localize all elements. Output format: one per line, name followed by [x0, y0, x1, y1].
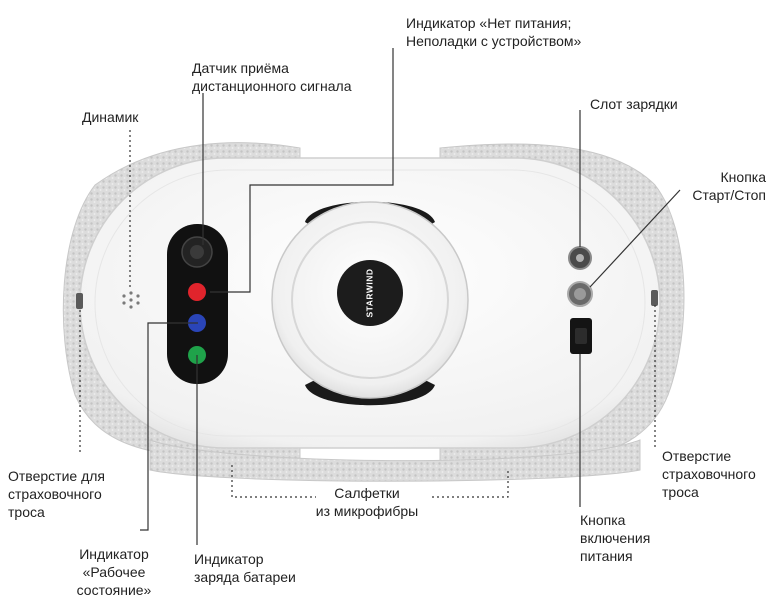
label-charging-slot: Слот зарядки	[590, 96, 678, 112]
indicator-red	[188, 283, 206, 301]
label-microfiber: Салфетки из микрофибры	[315, 485, 419, 519]
label-rope-hole-right: Отверстие страховочного троса	[662, 448, 756, 500]
brand-badge	[337, 260, 403, 326]
remote-sensor-lens	[190, 245, 204, 259]
label-remote-sensor: Датчик приёма дистанционного сигнала	[192, 60, 352, 94]
label-start-stop: Кнопка Старт/Стоп	[692, 169, 766, 203]
label-no-power-indicator: Индикатор «Нет питания; Неполадки с устр…	[406, 15, 582, 49]
rope-hole-left	[76, 293, 83, 309]
indicator-panel	[167, 224, 228, 384]
speaker-grill	[122, 291, 140, 309]
rope-hole-right	[651, 290, 658, 306]
suction-disc-ring	[291, 221, 449, 379]
suction-grip-bottom	[305, 380, 435, 406]
leader-line-start-stop	[589, 189, 681, 288]
label-power-button: Кнопка включения питания	[580, 512, 651, 564]
leader-line-microfiber-left	[231, 465, 316, 498]
label-battery-indicator: Индикатор заряда батареи	[194, 551, 296, 585]
power-switch-rocker	[575, 328, 587, 344]
leader-line-microfiber-right	[432, 468, 509, 498]
microfiber-pad-bottom	[149, 439, 641, 482]
label-rope-hole-left: Отверстие для страховочного троса	[8, 468, 105, 520]
brand-text: STARWIND	[364, 268, 374, 317]
start-stop-button-cap	[574, 288, 586, 300]
label-status-indicator: Индикатор «Рабочее состояние»	[76, 546, 152, 598]
label-speaker: Динамик	[82, 109, 139, 125]
leader-lines	[79, 48, 681, 545]
charging-pin	[576, 254, 584, 262]
leader-line-status	[140, 322, 198, 531]
leader-line-no-power	[210, 48, 394, 293]
device-body-top-face	[94, 169, 646, 437]
